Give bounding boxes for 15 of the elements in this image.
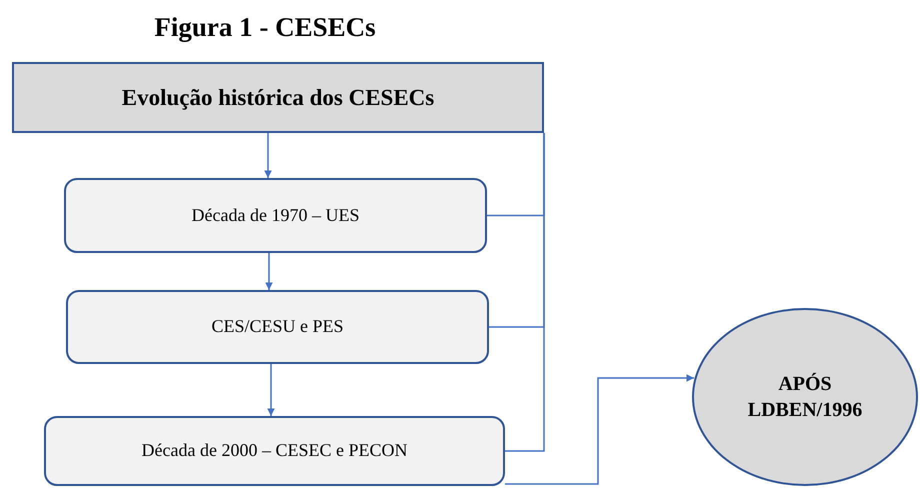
- process-box: [66, 290, 489, 364]
- figure-title: Figura 1 - CESECs: [153, 12, 377, 43]
- node-text: APÓS LDBEN/1996: [746, 372, 864, 423]
- arrow: [505, 374, 694, 485]
- arrow: [267, 364, 275, 416]
- process-box: [64, 178, 487, 253]
- node-text: CES/CESU e PES: [211, 315, 344, 338]
- arrow: [264, 133, 272, 178]
- connector-line: [505, 133, 545, 452]
- node-text: Década de 1970 – UES: [192, 204, 360, 227]
- header-box: [12, 62, 544, 133]
- process-box: [44, 416, 505, 486]
- node-text: Década de 2000 – CESEC e PECON: [142, 439, 408, 462]
- arrow: [265, 253, 273, 290]
- node-text: Evolução histórica dos CESECs: [122, 84, 434, 112]
